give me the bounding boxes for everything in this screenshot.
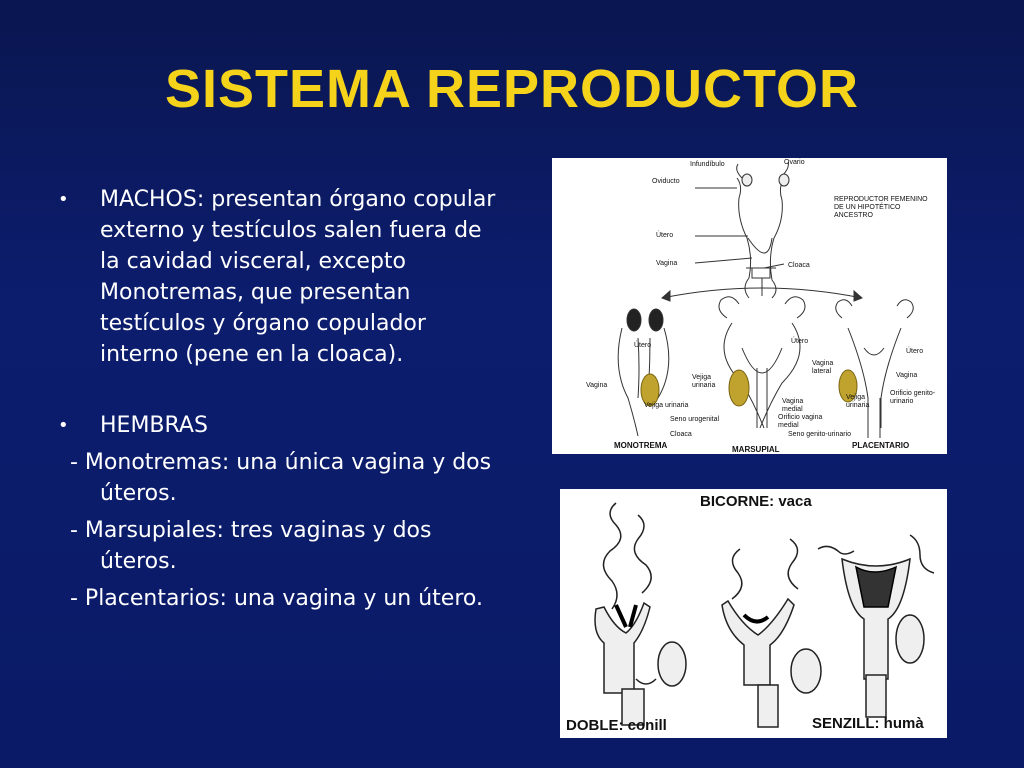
label-utero: Útero: [656, 232, 674, 239]
content-text: • MACHOS: presentan órgano copular exter…: [58, 184, 498, 614]
label-cloaca: Cloaca: [788, 262, 810, 269]
label-mar-vagina-medial: Vagina medial: [782, 398, 804, 413]
label-pla-utero: Útero: [906, 348, 924, 355]
label-pla-vagina: Vagina: [896, 372, 918, 379]
label-ancestor-caption: REPRODUCTOR FEMENINO DE UN HIPOTÉTICO AN…: [834, 196, 928, 219]
item-monotremas: - Monotremas: una única vagina y dos úte…: [70, 450, 492, 506]
label-mono-utero: Útero: [634, 342, 652, 349]
label-vagina: Vagina: [656, 260, 678, 267]
caption-marsupial: MARSUPIAL: [732, 445, 780, 454]
label-pla-vejiga: Vejiga urinaria: [846, 394, 870, 409]
uterus-types-illustration: [594, 502, 935, 728]
slide-title: SISTEMA REPRODUCTOR: [164, 59, 860, 119]
bullet-hembras: • HEMBRAS: [58, 410, 498, 441]
hembras-text: HEMBRAS: [100, 413, 208, 438]
caption-placentario: PLACENTARIO: [852, 441, 910, 450]
label-mono-seno: Seno urogenital: [670, 416, 720, 423]
label-doble: DOBLE: conill: [566, 717, 667, 734]
machos-text: MACHOS: presentan órgano copular externo…: [100, 187, 496, 367]
label-bicorne: BICORNE: vaca: [700, 493, 812, 510]
label-infundibulo: Infundíbulo: [690, 161, 725, 168]
label-mar-orificio: Orificio vagina medial: [778, 414, 823, 429]
label-mar-vejiga: Vejiga urinaria: [692, 374, 716, 389]
label-mono-cloaca: Cloaca: [670, 431, 692, 438]
uterus-types-figure: BICORNE: vaca DOBLE: conill SENZILL: hum…: [560, 489, 947, 738]
reproductive-diagram-figure: Infundíbulo Ovario Oviducto Útero Vagina…: [552, 158, 947, 454]
label-oviducto: Oviducto: [652, 178, 680, 185]
reproductive-diagram-illustration: [617, 161, 914, 438]
label-mono-vejiga: Vejiga urinaria: [644, 402, 689, 409]
label-mono-vagina: Vagina: [586, 382, 608, 389]
label-ovario: Ovario: [784, 159, 805, 166]
bullet-icon: •: [58, 415, 69, 436]
label-mar-vagina-lateral: Vagina lateral: [812, 360, 834, 375]
item-marsupiales: - Marsupiales: tres vaginas y dos úteros…: [70, 518, 432, 574]
bullet-icon: •: [58, 189, 69, 210]
label-pla-orificio: Orificio genito-urinario: [890, 390, 936, 405]
item-placentarios: - Placentarios: una vagina y un útero.: [70, 586, 483, 611]
label-senzill: SENZILL: humà: [812, 715, 924, 732]
caption-monotrema: MONOTREMA: [614, 441, 668, 450]
label-mar-seno: Seno genito-urinario: [788, 431, 852, 438]
bullet-machos: • MACHOS: presentan órgano copular exter…: [58, 184, 498, 370]
label-mar-utero: Útero: [791, 338, 809, 345]
